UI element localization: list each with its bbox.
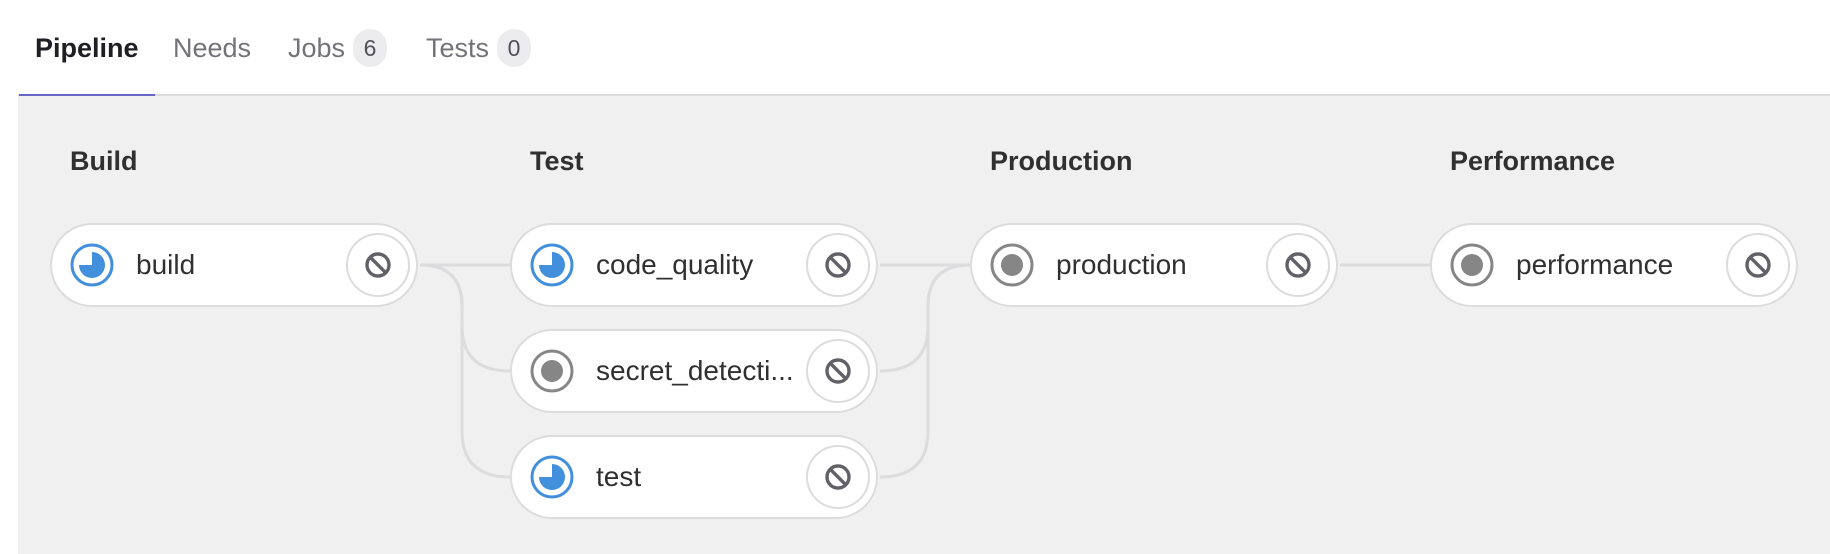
tests-count-badge: 0 [497,29,532,67]
pipeline-graph: Build Test Production Performance build … [18,96,1830,554]
cancel-icon [365,252,391,278]
job-name: secret_detecti... [596,355,794,386]
job-name: build [136,249,196,280]
job-secret-detection[interactable]: secret_detecti... [510,329,878,413]
tab-pipeline-label: Pipeline [35,33,139,63]
job-code-quality[interactable]: code_quality [510,223,878,307]
jobs-count-badge: 6 [353,29,388,67]
job-name: test [596,461,642,492]
tab-tests[interactable]: Tests 0 [426,29,532,96]
cancel-job-button[interactable] [1266,233,1330,297]
cancel-job-button[interactable] [806,445,870,509]
pipeline-tabs: Pipeline Needs Jobs 6 Tests 0 [18,0,1830,98]
link-build-secret-detection [419,263,511,373]
status-running-icon [530,455,574,499]
status-running-icon [530,243,574,287]
tab-needs-label: Needs [173,33,252,63]
job-production[interactable]: production [970,223,1338,307]
job-dependency-links [419,263,1430,479]
status-pending-icon [1450,243,1494,287]
cancel-icon [825,464,851,490]
stage-title-performance: Performance [1450,146,1616,176]
status-pending-icon [530,349,574,393]
job-build[interactable]: build [50,223,418,307]
job-name: code_quality [596,249,754,280]
tab-jobs-label: Jobs [288,33,346,63]
job-name: performance [1516,249,1674,280]
cancel-icon [1285,252,1311,278]
tab-jobs[interactable]: Jobs 6 [288,29,388,96]
cancel-icon [825,358,851,384]
stage-title-production: Production [990,146,1133,176]
job-performance[interactable]: performance [1430,223,1798,307]
job-name: production [1056,249,1187,280]
link-test-production [879,263,971,479]
cancel-job-button[interactable] [1726,233,1790,297]
status-running-icon [70,243,114,287]
stage-title-build: Build [70,146,138,176]
cancel-job-button[interactable] [806,339,870,403]
tab-tests-label: Tests [426,33,490,63]
cancel-job-button[interactable] [806,233,870,297]
tab-pipeline[interactable]: Pipeline [19,30,154,98]
cancel-icon [1745,252,1771,278]
status-pending-icon [990,243,1034,287]
stage-title-test: Test [530,146,584,176]
cancel-icon [825,252,851,278]
tab-needs[interactable]: Needs [173,30,251,96]
cancel-job-button[interactable] [346,233,410,297]
job-test[interactable]: test [510,435,878,519]
link-build-test [419,263,511,479]
link-secret-detection-production [879,263,971,373]
